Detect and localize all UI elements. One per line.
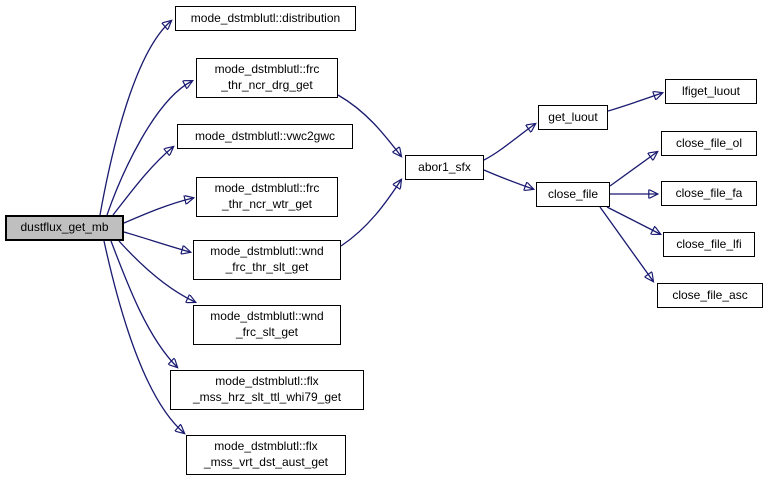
node-vwc2gwc[interactable]: mode_dstmblutl::vwc2gwc [177,124,353,149]
node-close_file_fa[interactable]: close_file_fa [661,181,757,206]
node-label: mode_dstmblutl::wnd _frc_thr_slt_get [210,244,324,274]
node-frc_thr_ncr_drg_get[interactable]: mode_dstmblutl::frc _thr_ncr_drg_get [196,58,338,98]
edge-dustflux_get_mb-to-frc_thr_ncr_wtr_get [123,198,193,224]
edge-wnd_frc_thr_slt_get-to-abor1_sfx [340,180,401,247]
node-label: mode_dstmblutl::vwc2gwc [194,128,336,143]
node-frc_thr_ncr_wtr_get[interactable]: mode_dstmblutl::frc _thr_ncr_wtr_get [196,177,338,217]
node-lfiget_luout[interactable]: lfiget_luout [665,79,757,104]
node-dustflux_get_mb[interactable]: dustflux_get_mb [5,215,124,241]
edge-dustflux_get_mb-to-flx_mss_hrz [110,240,177,367]
node-label: mode_dstmblutl::flx _mss_hrz_slt_ttl_whi… [192,374,342,404]
edge-dustflux_get_mb-to-frc_thr_ncr_drg_get [106,81,192,216]
node-label: mode_dstmblutl::distribution [190,10,341,25]
edge-close_file-to-close_file_lfi [606,206,660,234]
node-label: abor1_sfx [418,159,471,174]
node-label: lfiget_luout [681,83,741,98]
node-close_file_ol[interactable]: close_file_ol [661,131,757,156]
node-label: mode_dstmblutl::frc _thr_ncr_drg_get [214,62,320,92]
edge-dustflux_get_mb-to-distribution [99,21,171,216]
edge-abor1_sfx-to-get_luout [483,124,535,161]
node-label: mode_dstmblutl::frc _thr_ncr_wtr_get [214,181,320,211]
node-label: close_file_lfi [676,236,742,251]
node-get_luout[interactable]: get_luout [538,105,608,130]
node-distribution[interactable]: mode_dstmblutl::distribution [175,6,356,31]
edge-dustflux_get_mb-to-wnd_frc_thr_slt_get [123,231,190,252]
node-flx_mss_hrz_slt_ttl_whi79_get[interactable]: mode_dstmblutl::flx _mss_hrz_slt_ttl_whi… [170,370,364,410]
node-label: get_luout [548,109,598,124]
edge-dustflux_get_mb-to-flx_mss_vrt [103,240,184,433]
node-label: mode_dstmblutl::flx _mss_vrt_dst_aust_ge… [203,439,329,469]
node-label: dustflux_get_mb [20,220,109,235]
node-wnd_frc_thr_slt_get[interactable]: mode_dstmblutl::wnd _frc_thr_slt_get [193,240,341,280]
node-close_file[interactable]: close_file [536,182,610,207]
edge-frc_thr_ncr_drg_get-to-abor1_sfx [337,94,401,156]
node-flx_mss_vrt_dst_aust_get[interactable]: mode_dstmblutl::flx _mss_vrt_dst_aust_ge… [186,435,346,475]
node-label: mode_dstmblutl::wnd _frc_slt_get [210,309,324,339]
edge-dustflux_get_mb-to-wnd_frc_slt_get [118,240,195,302]
node-label: close_file_ol [675,135,743,150]
node-close_file_asc[interactable]: close_file_asc [657,283,763,308]
edge-get_luout-to-lfiget_luout [607,93,662,112]
node-label: close_file_fa [675,185,743,200]
edge-dustflux_get_mb-to-vwc2gwc [112,147,173,216]
edge-close_file-to-close_file_ol [609,152,657,187]
edge-close_file-to-close_file_asc [599,206,653,281]
node-label: close_file_asc [672,287,748,302]
node-close_file_lfi[interactable]: close_file_lfi [663,232,755,257]
node-label: close_file [547,186,599,201]
edge-abor1_sfx-to-close_file [483,169,533,189]
node-wnd_frc_slt_get[interactable]: mode_dstmblutl::wnd _frc_slt_get [193,305,341,345]
node-abor1_sfx[interactable]: abor1_sfx [405,155,484,180]
